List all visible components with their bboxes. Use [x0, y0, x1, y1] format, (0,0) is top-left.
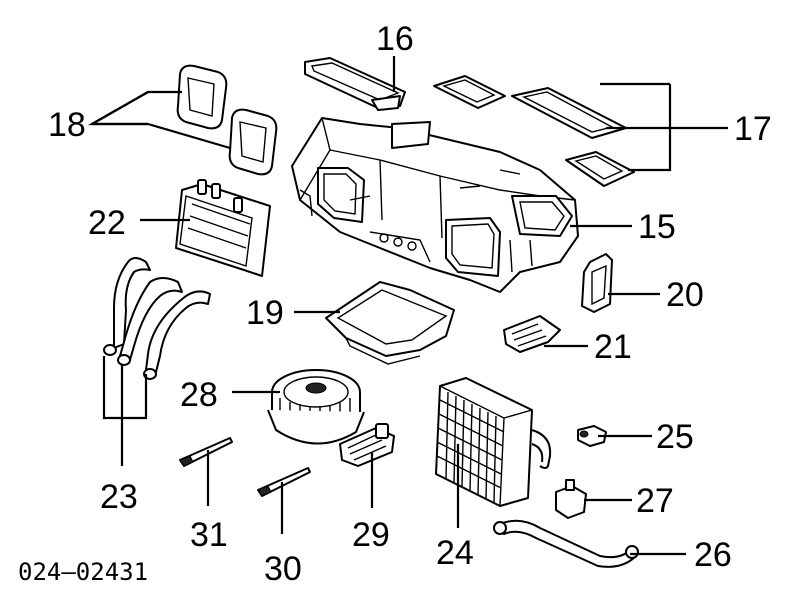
- leader-lines: [87, 56, 728, 556]
- part-15-heater-housing: [291, 117, 579, 293]
- part-25-valve: [577, 425, 607, 447]
- callout-20: 20: [666, 276, 704, 314]
- part-21-vent: [503, 315, 561, 353]
- callout-17: 17: [734, 110, 772, 148]
- callout-29: 29: [352, 516, 390, 554]
- part-24-evaporator: [435, 377, 552, 507]
- callout-19: 19: [246, 294, 284, 332]
- reference-code: 024–02431: [18, 558, 148, 586]
- part-19-tray: [325, 281, 455, 365]
- part-23-hoses: [103, 257, 211, 380]
- part-16-duct: [304, 57, 406, 111]
- callout-15: 15: [638, 208, 676, 246]
- part-30-sensor: [257, 467, 311, 497]
- part-28-blower-motor: [267, 369, 365, 445]
- callout-28: 28: [180, 376, 218, 414]
- callout-22: 22: [88, 204, 126, 242]
- callout-31: 31: [190, 516, 228, 554]
- callout-27: 27: [636, 482, 674, 520]
- callout-23: 23: [100, 478, 138, 516]
- callout-21: 21: [594, 328, 632, 366]
- part-31-sensor: [179, 437, 233, 467]
- callout-labels: 16 17 18 15 22 19 20 21 28 25 23 27 31 2…: [18, 20, 772, 588]
- part-20-bracket: [581, 253, 613, 313]
- part-26-line: [493, 519, 639, 568]
- callout-18: 18: [48, 106, 86, 144]
- part-22-heater-core: [175, 179, 271, 277]
- part-18-gaskets: [176, 64, 278, 176]
- callout-16: 16: [376, 20, 414, 58]
- callout-25: 25: [656, 418, 694, 456]
- callout-30: 30: [264, 550, 302, 588]
- part-27-expansion-valve: [555, 479, 587, 519]
- part-29-resistor: [339, 423, 395, 467]
- callout-26: 26: [694, 536, 732, 574]
- callout-24: 24: [436, 534, 474, 572]
